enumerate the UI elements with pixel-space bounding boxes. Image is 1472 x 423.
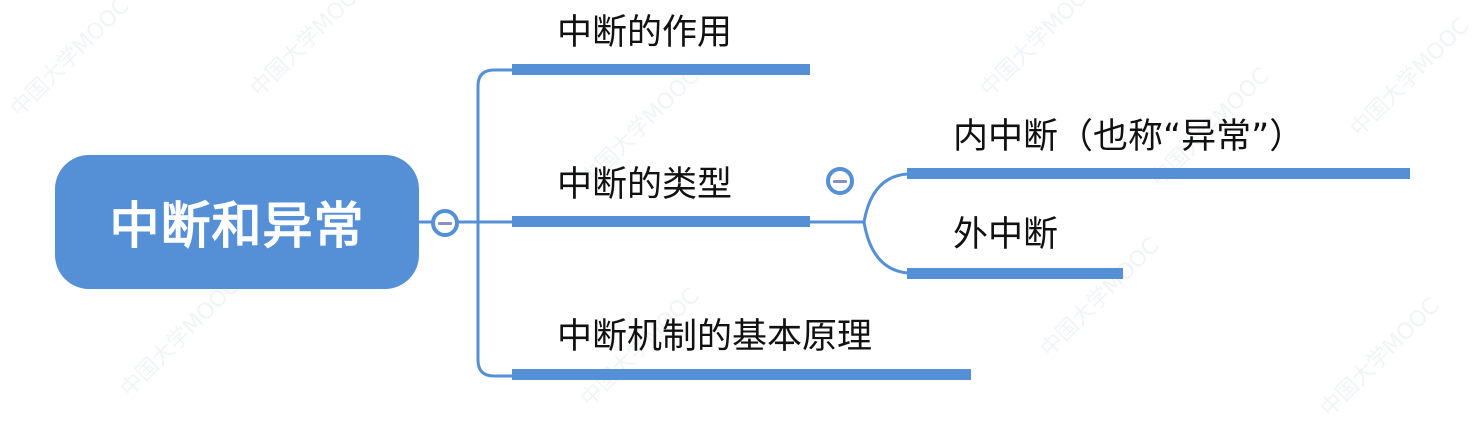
minus-icon <box>438 221 452 225</box>
subtopic-external-interrupt[interactable]: 外中断 <box>953 215 1059 255</box>
topic-underline <box>512 369 971 380</box>
topic-interrupt-function[interactable]: 中断的作用 <box>557 13 733 53</box>
topic-interrupt-types[interactable]: 中断的类型 <box>557 165 733 205</box>
collapse-root-button[interactable] <box>431 209 459 237</box>
topic-underline <box>512 216 810 227</box>
subtopic-internal-interrupt[interactable]: 内中断（也称“异常”） <box>953 117 1305 157</box>
topic-underline <box>512 64 810 75</box>
topic-underline <box>907 268 1123 279</box>
root-topic[interactable]: 中断和异常 <box>55 155 419 289</box>
root-topic-label: 中断和异常 <box>109 197 365 255</box>
minus-icon <box>833 179 847 183</box>
topic-underline <box>907 168 1410 179</box>
collapse-types-button[interactable] <box>826 167 854 195</box>
topic-interrupt-mechanism[interactable]: 中断机制的基本原理 <box>557 317 873 357</box>
